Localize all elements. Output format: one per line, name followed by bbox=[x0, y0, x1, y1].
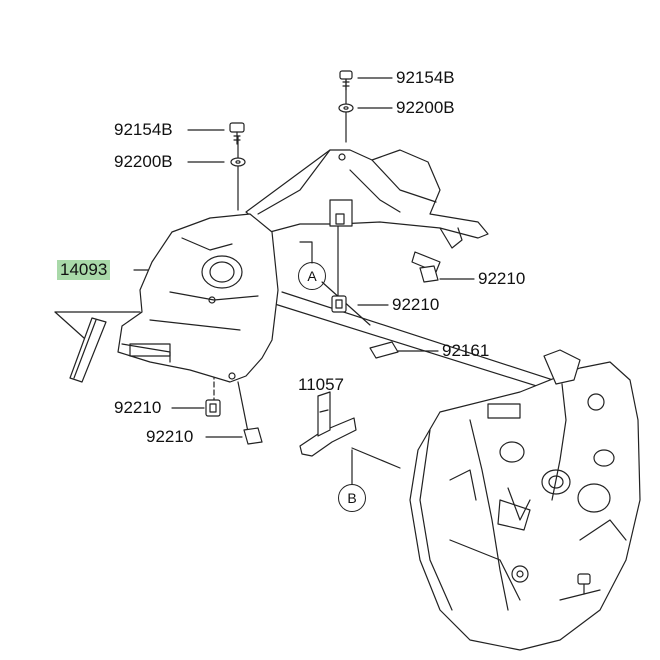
part-label-bolt-top: 92154B bbox=[396, 68, 455, 87]
nut-icon bbox=[205, 399, 221, 417]
bolt-icon bbox=[339, 70, 353, 91]
reference-marker-b: B bbox=[338, 484, 366, 512]
part-label-washer-left: 92200B bbox=[114, 152, 173, 171]
part-label-nut-bottom-2: 92210 bbox=[146, 427, 194, 446]
part-label-nut-bottom-1: 92210 bbox=[114, 398, 162, 417]
bolt-icon bbox=[577, 573, 591, 595]
pad-icon bbox=[369, 341, 399, 359]
part-label-washer-top: 92200B bbox=[396, 98, 455, 117]
bolt-icon bbox=[229, 122, 245, 145]
nut-icon bbox=[243, 427, 263, 445]
part-label-bracket: 11057 bbox=[298, 375, 345, 394]
pad-bar-shape bbox=[69, 317, 107, 383]
bracket-shape bbox=[299, 391, 357, 457]
part-label-bolt-left: 92154B bbox=[114, 120, 173, 139]
headlight-shape bbox=[409, 349, 641, 651]
nut-icon bbox=[331, 295, 347, 313]
upper-bracket-shape bbox=[245, 149, 489, 273]
part-label-nut-right-lower: 92210 bbox=[392, 295, 440, 314]
cover-shape bbox=[117, 213, 279, 383]
reference-marker-a: A bbox=[298, 262, 326, 290]
part-label-nut-right-upper: 92210 bbox=[478, 269, 526, 288]
washer-icon bbox=[230, 157, 246, 167]
part-label-pad: 92161 bbox=[442, 341, 490, 360]
washer-icon bbox=[338, 103, 354, 113]
leader-lines bbox=[54, 77, 591, 485]
part-label-cover: 14093 bbox=[57, 260, 111, 280]
nut-icon bbox=[419, 265, 439, 283]
